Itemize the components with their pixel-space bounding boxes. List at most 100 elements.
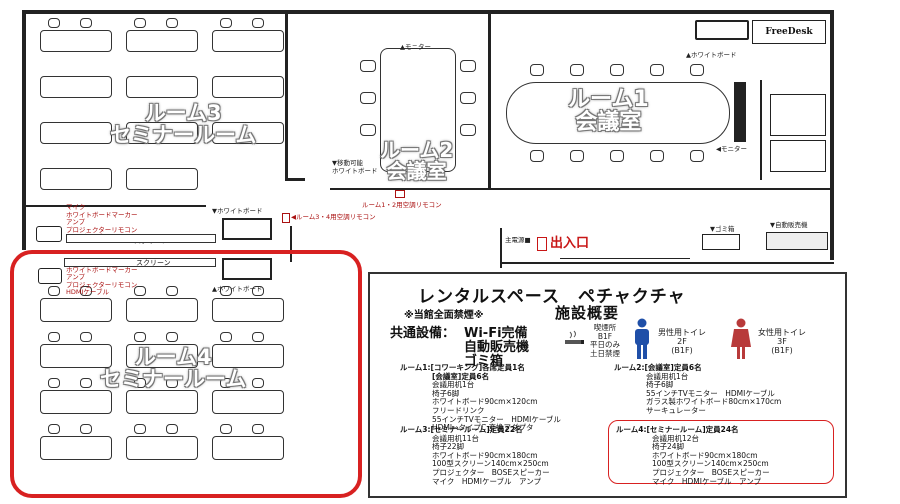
chair — [166, 18, 178, 28]
projector-upper — [36, 226, 62, 242]
room1-inner-wall — [760, 80, 762, 180]
toilet-line: 男性用トイレ — [658, 328, 706, 337]
room4-spec-highlight — [608, 420, 834, 484]
smoking-line: 喫煙所 — [593, 323, 617, 332]
smoking-line: 土日禁煙 — [590, 348, 620, 358]
no-smoking-notice: ※当館全面禁煙※ — [404, 310, 484, 321]
spec-heading: ルーム1:[コワーキング]各席定員1名 — [400, 363, 525, 372]
spec-item: 100型スクリーン140cm×250cm — [432, 459, 549, 469]
spec-item: 会議用机1台 — [646, 371, 689, 381]
room4-title-line2: セミナールーム — [100, 367, 247, 392]
equipment-item: アンプ — [66, 218, 86, 227]
desk — [212, 298, 284, 322]
desk — [40, 30, 112, 52]
chair — [252, 424, 264, 434]
chair — [460, 124, 476, 136]
room2-title-line2: 会議室 — [386, 159, 447, 183]
spec-heading: ルーム2:[会議室]定員6名 — [614, 363, 702, 372]
chair — [220, 424, 232, 434]
common-item: ゴミ箱 — [464, 354, 504, 369]
chair — [80, 332, 92, 342]
desk — [212, 390, 284, 414]
label-line: ▼ — [332, 159, 337, 167]
whiteboard-lower — [222, 258, 272, 280]
chair — [48, 424, 60, 434]
room3-title-line2: セミナールーム — [110, 123, 257, 148]
chair — [460, 60, 476, 72]
equipment-item: マイク — [66, 203, 86, 211]
chair — [134, 332, 146, 342]
chair — [80, 18, 92, 28]
room2-whiteboard-label: ▼移動可能 ホワイトボード — [332, 159, 378, 175]
chair — [48, 18, 60, 28]
common-item: 自動販売機 — [464, 340, 530, 355]
desk — [126, 122, 198, 144]
room2-spec: ルーム2:[会議室]定員6名 会議用机1台 椅子6脚 55インチTVモニター H… — [614, 363, 781, 416]
desk — [40, 436, 112, 460]
info-subtitle: 施設概要 — [555, 304, 620, 322]
room3-right-wall — [285, 14, 288, 179]
toilet-line: (B1F) — [771, 346, 793, 355]
entrance-label[interactable]: 出入口 — [537, 232, 589, 251]
room3-title: ルーム3 セミナールーム — [110, 102, 256, 146]
spec-item: 椅子6脚 — [432, 388, 460, 398]
equipment-item: HDMIケーブル — [66, 288, 110, 297]
spec-heading: ルーム4:[セミナールーム]定員24名 — [616, 425, 739, 434]
chair — [134, 424, 146, 434]
room1-title-line1: ルーム1 — [568, 87, 649, 112]
equipment-item: プロジェクターリモコン — [66, 280, 138, 289]
desk — [212, 344, 284, 368]
chair — [360, 60, 376, 72]
woman-icon — [731, 318, 751, 359]
whiteboard-mid-label: ▼ホワイトボード — [212, 207, 263, 215]
room1-title: ルーム1 会議室 — [568, 88, 649, 134]
room4-title-line1: ルーム4 — [134, 345, 212, 369]
chair — [252, 286, 264, 296]
womens-toilet-info: 女性用トイレ 3F (B1F) — [758, 328, 806, 355]
chair — [690, 64, 704, 76]
room1-spec: ルーム1:[コワーキング]各席定員1名 [会議室]定員6名 会議用机1台 椅子6… — [400, 363, 561, 433]
facility-info-panel: レンタルスペース ペチャクチャ 施設概要 ※当館全面禁煙※ 共通設備： Wi-F… — [368, 272, 847, 498]
chair — [48, 286, 60, 296]
chair — [220, 18, 232, 28]
equipment-item: ホワイトボードマーカー — [66, 265, 138, 274]
desk — [126, 76, 198, 98]
chair — [166, 378, 178, 388]
free-desk-label: FreeDesk — [765, 27, 813, 37]
chair — [570, 64, 584, 76]
toilet-line: (B1F) — [671, 346, 693, 355]
room4-title: ルーム4 セミナールーム — [100, 346, 246, 390]
label-line: 移動可能 — [337, 159, 363, 167]
whiteboard-mid — [222, 218, 272, 240]
smoking-line: B1F — [597, 331, 613, 341]
room2-title-line1: ルーム2 — [380, 138, 454, 162]
mens-toilet-info: 男性用トイレ 2F (B1F) — [658, 328, 706, 355]
spec-item: 椅子22脚 — [432, 442, 465, 452]
room4-highlight — [10, 250, 362, 498]
chair — [220, 286, 232, 296]
whiteboard-top-right — [695, 20, 749, 40]
spec-item: 椅子24脚 — [652, 442, 685, 452]
room1-side-desk-b — [770, 140, 826, 172]
outer-wall-right — [830, 10, 834, 260]
chair — [530, 64, 544, 76]
room-divider-bottom — [330, 188, 830, 190]
chair — [80, 286, 92, 296]
chair — [610, 150, 624, 162]
entrance-marker — [537, 236, 547, 251]
spec-item: フリードリンク — [432, 405, 485, 415]
spec-item: HDMI⇔タイプC 変換アダプタ — [432, 423, 534, 433]
vending-machine — [766, 232, 828, 250]
chair — [134, 378, 146, 388]
spec-item: ホワイトボード90cm×180cm — [652, 450, 758, 460]
smoking-line: 平日のみ — [590, 340, 620, 349]
desk — [212, 436, 284, 460]
common-label: 共通設備： — [390, 326, 456, 341]
toilet-line: 女性用トイレ — [758, 328, 806, 337]
toilet-line: 3F — [777, 337, 787, 346]
whiteboard-lower-label: ▲ホワイトボード — [212, 285, 263, 293]
smoking-icon — [564, 330, 586, 346]
desk — [212, 30, 284, 52]
outer-wall-left — [22, 10, 26, 250]
entrance-lobby-seats — [560, 246, 690, 259]
